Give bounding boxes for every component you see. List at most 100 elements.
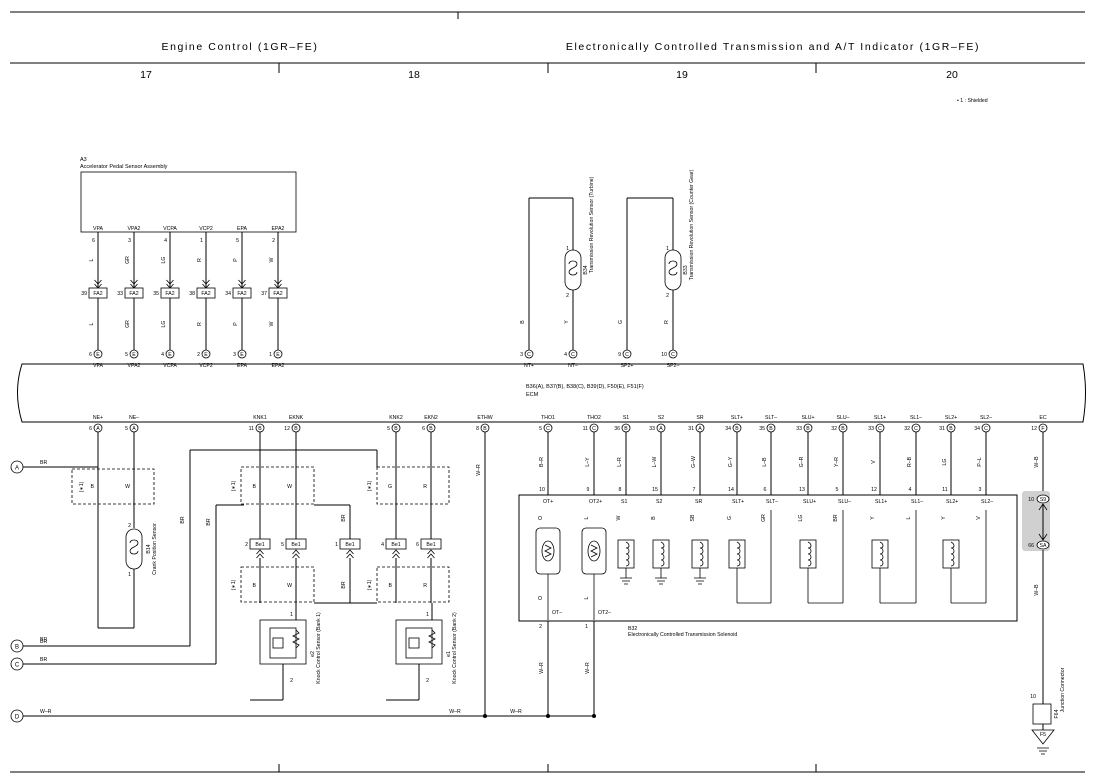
accel-conn-5-label: FA2 [273, 291, 282, 297]
br-mid-color: BR [341, 514, 347, 521]
sol-inner-color-11: Y [941, 516, 947, 520]
ecm-term-19: SL2– [980, 415, 992, 421]
accel-term-5: EPA2 [272, 226, 285, 232]
sol-top-pin-1: 9 [587, 487, 590, 493]
ecm-pin-20-letter: F [1041, 426, 1044, 432]
ecm-pin-13-letter: B [769, 426, 773, 432]
accel-ecm-pin-4-letter: E [240, 352, 244, 358]
crank-shield-mark: (∗1) [79, 481, 85, 492]
rev-ecm-left-pin-0: 3 [520, 352, 523, 358]
ecm-term-6: ETHW [477, 415, 492, 421]
be1-conn-1 [285, 538, 307, 550]
jc-ground-triangle [1031, 729, 1055, 745]
knock1-bot-w1: W [287, 583, 292, 589]
accel-pin-1: 3 [128, 238, 131, 244]
sol-term-12: SL2– [981, 499, 993, 505]
rev-wire-left-1: G [618, 320, 624, 324]
knock1-inner [269, 627, 297, 659]
knock1-pin-top: 1 [290, 612, 293, 618]
br-bot-color: BR [341, 581, 347, 588]
ecm-term-15: SLU– [837, 415, 850, 421]
ecm-pin-14-letter: B [806, 426, 810, 432]
crank-pin-bot: 1 [128, 572, 131, 578]
solenoid-name: Electronically Controlled Transmission S… [628, 632, 737, 638]
accel-color2-3: R [197, 322, 203, 326]
sol-term-11: SL2+ [946, 499, 958, 505]
rev-name-1: Transmission Revolution Sensor (Counter … [689, 169, 695, 280]
ecm-term-2: KNK1 [253, 415, 267, 421]
be1-pin-2: 1 [335, 542, 338, 548]
sol-top-pin-7: 13 [799, 487, 805, 493]
ecm-pin-9-letter: B [624, 426, 628, 432]
ecm-pin-0-letter: A [96, 426, 100, 432]
ecm-pin-num-9: 36 [614, 426, 620, 432]
ecm-pin-num-15: 32 [831, 426, 837, 432]
ecm-pin-num-3: 12 [284, 426, 290, 432]
accel-jpin-0: 39 [81, 291, 87, 297]
ecm-pin-num-1: 5 [125, 426, 128, 432]
accel-term-0: VPA [93, 226, 104, 232]
sol-top-pin-12: 3 [979, 487, 982, 493]
ecm-bottom-pins: NE+A6NE–A5KNK1B11EKNKB12KNK2B5EKN2B6ETHW… [89, 415, 1048, 433]
rev-ecm-right-pin-0: 4 [564, 352, 567, 358]
be1-label-4: Be1 [426, 542, 435, 548]
accel-epin-4: 3 [233, 352, 236, 358]
ethw-color: W–R [476, 464, 482, 476]
ground-symbol-0 [620, 577, 632, 585]
sol-term-2: S1 [621, 499, 627, 505]
sol-inner-color-4: SB [690, 514, 696, 521]
footer [10, 764, 1085, 773]
sol-top-pin-8: 5 [836, 487, 839, 493]
knock2-resistor [428, 629, 436, 649]
ecm-term-4: KNK2 [389, 415, 403, 421]
accel-color-3: R [197, 258, 203, 262]
thermistor-coil-0 [544, 544, 552, 558]
sol-bottom-color-0: O [538, 596, 544, 600]
rev-pin-bot-0: 2 [566, 293, 569, 299]
be1-label-0: Be1 [255, 542, 264, 548]
sol-top-pin-5: 14 [728, 487, 734, 493]
sol-term-7: SLU+ [803, 499, 816, 505]
rev-ecm-right-0-letter: C [571, 352, 575, 358]
knock1-crystal [272, 637, 284, 649]
accel-ecm-term-1: VPA2 [128, 363, 141, 369]
accel-ecm-pin-0-letter: E [96, 352, 100, 358]
be1-arrow-3 [392, 549, 400, 559]
rev-wire-right-1: R [664, 320, 670, 324]
sol-inner-color-1: L [584, 516, 590, 519]
thermistor-coil-1 [590, 544, 598, 558]
accel-conn-3-label: FA2 [201, 291, 210, 297]
crank-pin-top: 2 [128, 523, 131, 529]
accel-ecm-pin-1-letter: E [132, 352, 136, 358]
be1-label-2: Be1 [345, 542, 354, 548]
knock2-name: Knock Control Sensor (Bank 2) [452, 612, 458, 684]
ecm-term-7: THO1 [541, 415, 555, 421]
rev-ecm-left-term-0: NT+ [524, 363, 534, 369]
solenoid-body [518, 494, 1018, 622]
knock2-shield-top [376, 466, 450, 505]
ecm-pin-1-letter: A [132, 426, 136, 432]
ecm-pin-3-letter: B [294, 426, 298, 432]
be1-conn-0 [249, 538, 271, 550]
ecm-term-5: EKN2 [424, 415, 438, 421]
accel-color-2: LG [161, 257, 167, 264]
accel-jpin-3: 38 [189, 291, 195, 297]
rev-ecm-left-0 [524, 349, 534, 359]
be1-arrow-0 [256, 549, 264, 559]
sol-term-1: OT2+ [589, 499, 602, 505]
sol-wire-color-3: L–W [652, 457, 658, 468]
knock2-bot-w0: B [389, 583, 393, 589]
ecm-pin-11-letter: A [698, 426, 702, 432]
accel-ecm-pin-0 [93, 349, 103, 359]
transmission-title: Electronically Controlled Transmission a… [566, 41, 980, 53]
sol-wire-color-7: G–R [799, 456, 805, 467]
c-wire-color: BR [206, 518, 212, 525]
accel-conn-2-label: FA2 [165, 291, 174, 297]
crank-sensor [125, 528, 143, 570]
rev-ecm-right-term-0: NT– [568, 363, 578, 369]
rev-ecm-left-1 [622, 349, 632, 359]
knock2-bot-w1: R [423, 583, 427, 589]
sol-inner-color-10: L [906, 516, 912, 519]
thermistor-0 [535, 527, 561, 575]
